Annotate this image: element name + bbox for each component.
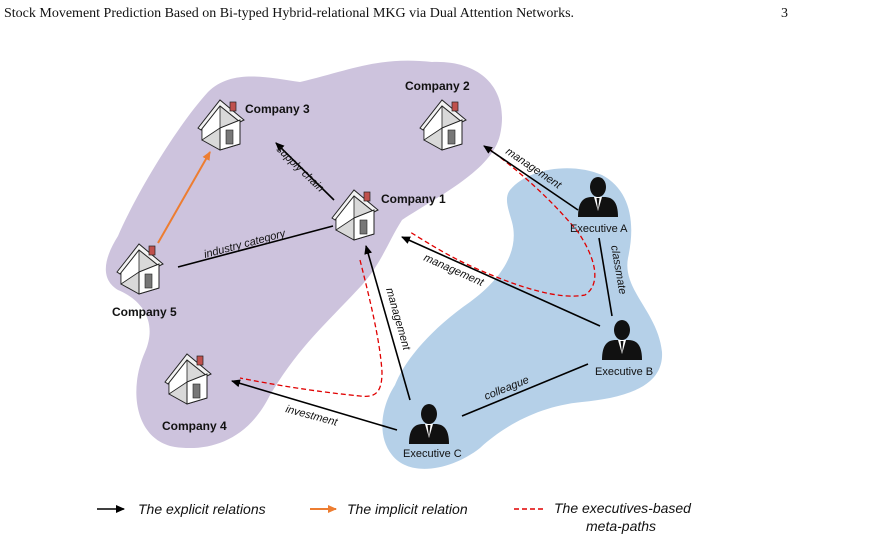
legend-meta-label-1: The executives-based: [554, 500, 692, 516]
page-number: 3: [781, 6, 788, 21]
executive-c-label: Executive C: [403, 448, 462, 460]
edge-label-investment: investment: [284, 403, 339, 429]
edge-management-b: [401, 236, 601, 327]
edge-colleague: [461, 363, 589, 417]
edge-classmate: [598, 237, 613, 317]
edge-investment: [231, 379, 398, 431]
legend-meta-label-2: meta-paths: [586, 518, 656, 534]
edge-supply-chain: [275, 142, 335, 201]
legend-implicit-label: The implicit relation: [347, 501, 468, 517]
company-2-label: Company 2: [405, 79, 470, 93]
legend-explicit-label: The explicit relations: [138, 501, 266, 517]
edge-management-a: [483, 145, 579, 211]
edge-industry-category: [177, 225, 334, 268]
legend: The explicit relations The implicit rela…: [97, 500, 692, 534]
executive-b-label: Executive B: [595, 366, 653, 378]
company-4-label: Company 4: [162, 419, 227, 433]
page-header: Stock Movement Prediction Based on Bi-ty…: [4, 6, 862, 26]
company-3-label: Company 3: [245, 102, 310, 116]
executive-a-label: Executive A: [570, 223, 628, 235]
executive-region: [382, 168, 663, 469]
meta-path-a-to-c2: [409, 147, 596, 297]
running-title: Stock Movement Prediction Based on Bi-ty…: [4, 6, 575, 21]
company-1-label: Company 1: [381, 192, 446, 206]
edge-implicit: [157, 151, 211, 244]
company-5-label: Company 5: [112, 305, 177, 319]
meta-path-c-to-c1: [239, 259, 383, 398]
edge-management-c: [364, 245, 411, 401]
